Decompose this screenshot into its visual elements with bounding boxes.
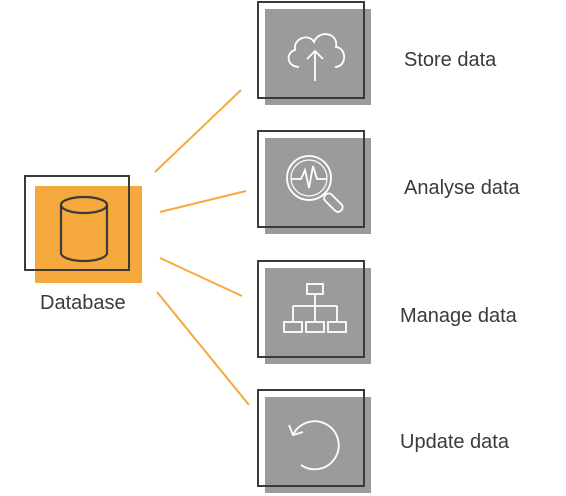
- org-chart-icon: [283, 283, 347, 333]
- tile-fill: [265, 9, 371, 105]
- tile-store: [257, 1, 371, 105]
- magnifier-pulse-icon: [286, 155, 344, 213]
- tile-frame: [257, 130, 365, 228]
- connector-update: [156, 291, 250, 406]
- database-node: [24, 175, 142, 283]
- tile-fill: [265, 138, 371, 234]
- tile-frame: [257, 260, 365, 358]
- store-data-label: Store data: [404, 49, 497, 71]
- tile-manage: [257, 260, 371, 364]
- tile-frame: [257, 389, 365, 487]
- tile-update: [257, 389, 371, 493]
- database-label: Database: [40, 292, 126, 314]
- database-frame: [24, 175, 130, 271]
- cloud-upload-icon: [287, 33, 346, 81]
- tile-fill: [265, 397, 371, 493]
- manage-data-label: Manage data: [400, 305, 517, 327]
- analyse-data-label: Analyse data: [404, 177, 520, 199]
- tile-analyse: [257, 130, 371, 234]
- update-data-label: Update data: [400, 431, 509, 453]
- tile-frame: [257, 1, 365, 99]
- refresh-icon: [288, 420, 340, 471]
- connector-manage: [159, 257, 243, 297]
- database-fill: [35, 186, 142, 283]
- connector-store: [154, 89, 242, 173]
- database-icon: [59, 195, 109, 263]
- connector-analyse: [159, 190, 247, 213]
